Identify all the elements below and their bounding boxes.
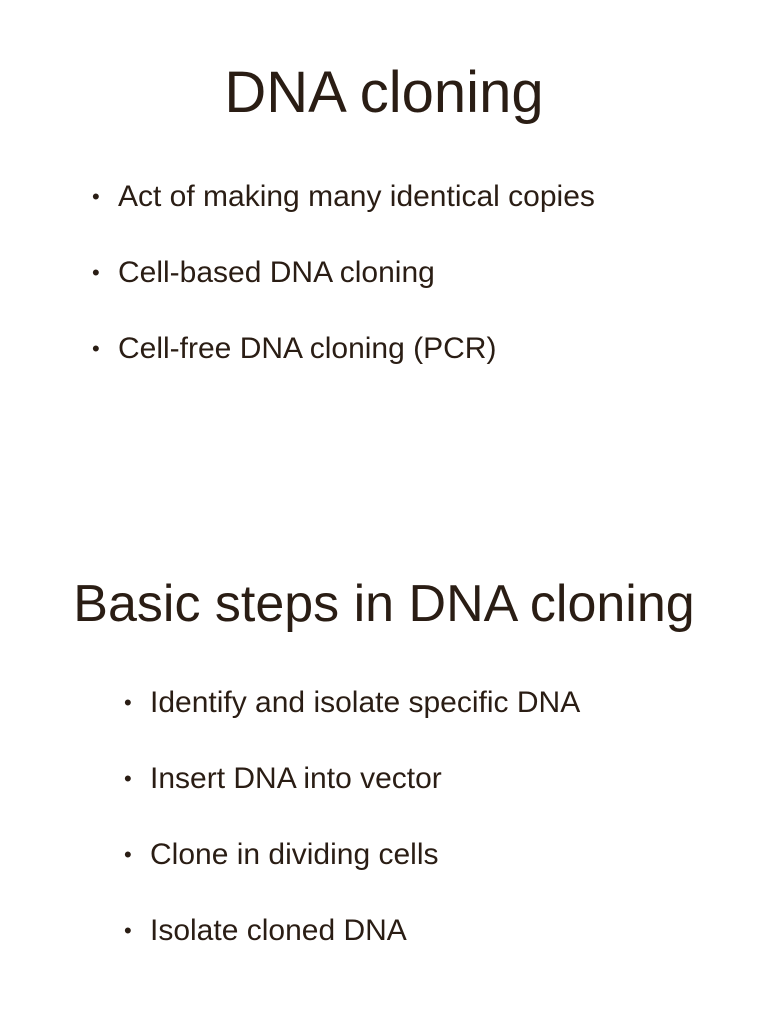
bullet-item: •Cell-free DNA cloning (PCR) [92, 327, 595, 403]
bullet-icon: • [124, 842, 132, 867]
slide-dna-cloning: DNA cloning •Act of making many identica… [92, 60, 595, 403]
bullet-icon: • [92, 336, 100, 361]
bullet-icon: • [124, 918, 132, 943]
bullet-item: •Insert DNA into vector [124, 757, 580, 833]
bullet-item: •Clone in dividing cells [124, 833, 580, 909]
bullet-icon: • [92, 184, 100, 209]
bullet-item: •Identify and isolate specific DNA [124, 681, 580, 757]
bullet-item: •Act of making many identical copies [92, 175, 595, 251]
slide-title: Basic steps in DNA cloning [73, 575, 695, 633]
bullet-icon: • [124, 766, 132, 791]
bullet-icon: • [124, 690, 132, 715]
bullet-list: •Identify and isolate specific DNA •Inse… [124, 681, 580, 985]
slide-basic-steps: Basic steps in DNA cloning •Identify and… [0, 512, 768, 1024]
bullet-list: •Act of making many identical copies •Ce… [92, 175, 595, 403]
bullet-item: •Isolate cloned DNA [124, 909, 580, 985]
slide-title: DNA cloning [224, 60, 544, 125]
bullet-icon: • [92, 260, 100, 285]
bullet-item: •Cell-based DNA cloning [92, 251, 595, 327]
